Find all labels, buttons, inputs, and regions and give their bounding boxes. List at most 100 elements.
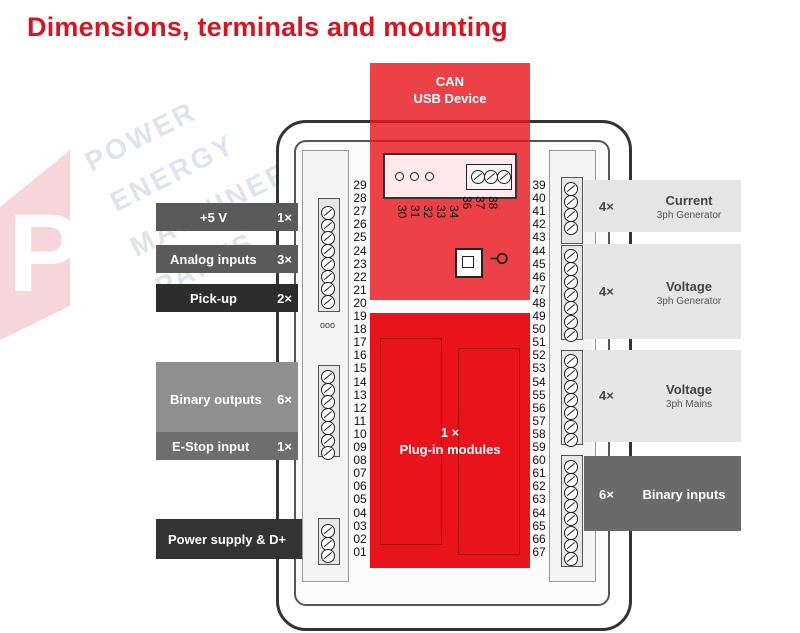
plugin-slot-outline — [458, 348, 520, 555]
pin-number: 20 — [353, 295, 367, 310]
watermark-logo-letter: P — [8, 192, 82, 315]
pin-number: 55 — [532, 387, 546, 402]
label-voltage-mains: 4× Voltage 3ph Mains — [584, 350, 741, 442]
terminal-screw-icon — [321, 408, 335, 423]
plugin-slot-outline — [380, 338, 442, 545]
pin-number: 65 — [532, 518, 546, 533]
terminal-screw-icon — [321, 446, 335, 461]
pin-number: 48 — [532, 295, 546, 310]
terminal-screw-icon — [564, 327, 578, 342]
pin-number: 64 — [532, 505, 546, 520]
terminal-screw-icon — [321, 370, 335, 384]
pin-number: 42 — [532, 217, 546, 232]
label-5v-count: 1× — [277, 210, 292, 225]
label-current-main: Current — [665, 193, 713, 208]
pin-number: 11 — [353, 413, 367, 428]
pin-number: 40 — [532, 191, 546, 206]
terminal-screw-icon — [564, 419, 578, 434]
terminal-screw-icon — [564, 195, 578, 210]
label-analog-text: Analog inputs — [170, 252, 257, 267]
small-dots: ooo — [320, 320, 336, 330]
terminal-screw-icon — [321, 549, 335, 564]
label-pickup: Pick-up 2× — [156, 284, 298, 312]
can-pin-number: 32 — [421, 205, 435, 219]
label-vgen-sub: 3ph Generator — [656, 296, 722, 307]
pin-number: 59 — [532, 440, 546, 454]
label-binary-inputs-count: 6× — [599, 487, 614, 502]
screw-icon — [484, 170, 498, 184]
can-pin-number: 31 — [408, 205, 422, 219]
label-power-supply: Power supply & D+ — [156, 519, 302, 559]
label-binary-inputs: 6× Binary inputs — [584, 456, 741, 531]
pin-number: 24 — [353, 243, 367, 258]
terminal-screw-icon — [321, 420, 335, 435]
pin-number: 62 — [532, 479, 546, 494]
pin-number: 02 — [353, 531, 367, 546]
terminal-screw-icon — [564, 367, 578, 382]
pin-number: 46 — [532, 269, 546, 284]
label-binary-outputs-count: 6× — [277, 392, 292, 407]
pin-number: 56 — [532, 400, 546, 415]
pin-number: 09 — [353, 440, 367, 454]
pin-number: 03 — [353, 518, 367, 533]
can-pin-number: 38 — [486, 196, 500, 210]
label-vgen-main: Voltage — [666, 279, 712, 294]
terminal-screw-icon — [564, 354, 578, 368]
page-title: Dimensions, terminals and mounting — [27, 12, 508, 42]
pin-number: 51 — [532, 335, 546, 350]
pin-number: 06 — [353, 479, 367, 494]
screw-icon — [497, 170, 511, 184]
terminal-screw-icon — [564, 551, 578, 566]
terminal-screw-icon — [321, 294, 335, 309]
pin-number: 05 — [353, 492, 367, 507]
pin-number: 63 — [532, 492, 546, 507]
can-pin-number: 36 — [460, 196, 474, 210]
pin-number: 08 — [353, 453, 367, 468]
terminal-screw-icon — [564, 249, 578, 263]
pin-number: 45 — [532, 256, 546, 271]
can-pin-number: 33 — [434, 205, 448, 219]
label-binary-outputs: Binary outputs 6× — [156, 362, 298, 437]
label-binary-inputs-main: Binary inputs — [642, 487, 726, 502]
label-current: 4× Current 3ph Generator — [584, 180, 741, 232]
label-current-sub: 3ph Generator — [656, 210, 722, 221]
pin-number: 13 — [353, 387, 367, 402]
label-5v: +5 V 1× — [156, 203, 298, 231]
can-pin-number: 30 — [395, 205, 409, 219]
screw-icon — [471, 170, 485, 184]
can-pin-number: 34 — [447, 205, 461, 219]
led-dot — [425, 172, 434, 181]
terminal-screw-icon — [564, 221, 578, 236]
terminal-screw-icon — [564, 432, 578, 447]
pin-number: 19 — [353, 309, 367, 323]
can-screw-block — [466, 164, 512, 190]
label-vmains-count: 4× — [599, 388, 614, 403]
pin-number: 67 — [532, 544, 546, 559]
terminal-screw-icon — [321, 244, 335, 259]
terminal-screw-icon — [564, 182, 578, 196]
usb-symbol-icon: ⚲ — [487, 251, 510, 266]
pin-number: 07 — [353, 466, 367, 481]
pin-number: 27 — [353, 204, 367, 219]
label-pickup-text: Pick-up — [190, 291, 237, 306]
pin-number: 16 — [353, 348, 367, 363]
pin-number: 29 — [353, 178, 367, 192]
pin-number: 50 — [532, 322, 546, 337]
can-pin-number: 37 — [473, 196, 487, 210]
pin-number: 25 — [353, 230, 367, 245]
pin-number: 23 — [353, 256, 367, 271]
pin-number: 04 — [353, 505, 367, 520]
label-estop-count: 1× — [277, 439, 292, 454]
pin-number: 66 — [532, 531, 546, 546]
pin-number: 41 — [532, 204, 546, 219]
terminal-screw-icon — [321, 206, 335, 220]
plugin-label: Plug-in modules — [399, 442, 501, 457]
can-connector — [383, 153, 517, 199]
label-power-text: Power supply & D+ — [168, 532, 287, 547]
led-dot — [410, 172, 419, 181]
pin-number: 39 — [532, 178, 546, 192]
pin-number: 17 — [353, 335, 367, 350]
pin-number: 47 — [532, 282, 546, 297]
pin-number: 26 — [353, 217, 367, 232]
pin-number: 22 — [353, 269, 367, 284]
